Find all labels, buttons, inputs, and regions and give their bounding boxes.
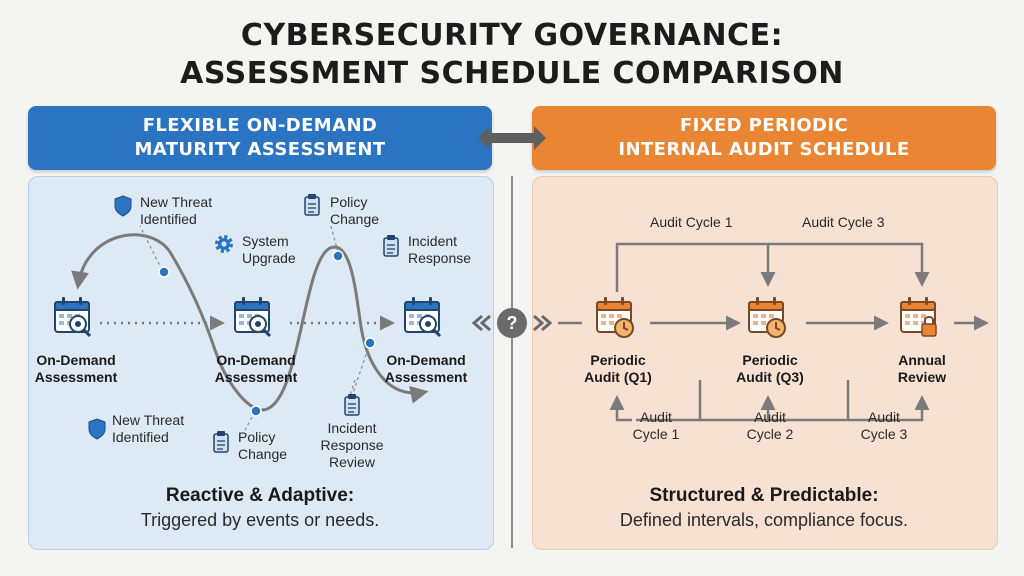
left-node-1-label: On-Demand Assessment — [35, 352, 118, 386]
label-line: On-Demand — [386, 352, 466, 368]
label-line: Audit — [868, 409, 900, 425]
center-compare-marker — [471, 308, 553, 338]
label-line: Periodic — [590, 352, 646, 368]
label-line: Review — [897, 369, 947, 385]
label-line: Policy — [330, 194, 368, 210]
right-bottom-cycle-1: Audit Cycle 1 — [633, 409, 680, 443]
label-line: Cycle 1 — [632, 426, 680, 442]
right-node-1-label: Periodic Audit (Q1) — [584, 352, 652, 386]
right-node-2-calendar-clock-icon — [748, 296, 786, 338]
label-line: New Threat — [112, 412, 185, 428]
label-line: On-Demand — [216, 352, 296, 368]
left-summary-text: Triggered by events or needs. — [140, 510, 380, 530]
left-node-3-label: On-Demand Assessment — [385, 352, 468, 386]
label-line: Cycle 2 — [746, 426, 794, 442]
label-line: Policy — [238, 429, 276, 445]
right-banner-line-1: FIXED PERIODIC — [679, 115, 849, 136]
label-line: Audit (Q3) — [736, 369, 804, 385]
left-trigger-incident-top: Incident Response — [408, 233, 471, 267]
right-summary-heading: Structured & Predictable: — [649, 485, 879, 506]
label-line: New Threat — [140, 194, 213, 210]
compare-double-arrow-icon — [478, 126, 546, 150]
left-trigger-curve — [71, 233, 429, 412]
left-trigger-threat-bottom: New Threat Identified — [112, 412, 184, 446]
right-flow-lines — [558, 242, 989, 422]
left-trigger-upgrade: System Upgrade — [242, 233, 296, 267]
label-line: Periodic — [742, 352, 798, 368]
label-line: Response — [408, 250, 472, 266]
left-trigger-policy-top: Policy Change — [330, 194, 379, 228]
right-panel — [532, 176, 998, 550]
right-node-3-label: Annual Review — [898, 352, 946, 386]
right-summary-text: Defined intervals, compliance focus. — [619, 510, 909, 530]
left-leader-lines — [139, 222, 371, 431]
label-line: Assessment — [34, 369, 118, 385]
clipboard-icon-policy-bottom — [213, 430, 229, 453]
question-mark-icon: ? — [506, 313, 518, 333]
right-bottom-cycle-2: Audit Cycle 2 — [747, 409, 794, 443]
left-node-3-calendar-icon — [404, 296, 442, 338]
shield-icon-bottom — [88, 418, 106, 440]
label-line: Change — [330, 211, 380, 227]
left-node-2-calendar-icon — [234, 296, 272, 338]
left-banner: FLEXIBLE ON-DEMAND MATURITY ASSESSMENT — [28, 106, 492, 170]
clipboard-icon-policy-top — [304, 193, 320, 216]
right-node-2-label: Periodic Audit (Q3) — [736, 352, 804, 386]
label-line: On-Demand — [36, 352, 116, 368]
right-banner-line-2: INTERNAL AUDIT SCHEDULE — [618, 139, 910, 160]
clipboard-icon-incident-bottom — [344, 393, 360, 416]
label-line: Assessment — [384, 369, 468, 385]
label-line: Incident — [327, 420, 377, 436]
shield-icon-top — [114, 195, 132, 217]
title-line-1: CYBERSECURITY GOVERNANCE: — [240, 18, 784, 53]
left-banner-line-2: MATURITY ASSESSMENT — [134, 139, 386, 160]
right-node-1-calendar-clock-icon — [596, 296, 634, 338]
label-line: Change — [238, 446, 288, 462]
title-line-2: ASSESSMENT SCHEDULE COMPARISON — [180, 56, 844, 91]
left-node-2-label: On-Demand Assessment — [215, 352, 298, 386]
label-line: Annual — [898, 352, 946, 368]
label-line: Assessment — [214, 369, 298, 385]
left-summary-heading: Reactive & Adaptive: — [165, 485, 355, 506]
label-line: Audit (Q1) — [584, 369, 652, 385]
left-trigger-dots — [158, 250, 376, 417]
clipboard-icon-incident-top — [383, 234, 399, 257]
label-line: Cycle 3 — [860, 426, 908, 442]
left-trigger-policy-bottom: Policy Change — [238, 429, 287, 463]
right-top-cycle-1: Audit Cycle 1 — [650, 214, 733, 230]
label-line: Identified — [140, 211, 197, 227]
left-banner-line-1: FLEXIBLE ON-DEMAND — [142, 115, 378, 136]
right-banner: FIXED PERIODIC INTERNAL AUDIT SCHEDULE — [532, 106, 996, 170]
gear-icon — [215, 235, 233, 253]
right-bottom-cycle-3: Audit Cycle 3 — [861, 409, 908, 443]
right-top-cycle-3: Audit Cycle 3 — [802, 214, 885, 230]
label-line: Incident — [408, 233, 458, 249]
label-line: Upgrade — [242, 250, 296, 266]
left-trigger-incident-bottom: Incident Response Review — [320, 420, 383, 471]
label-line: Review — [329, 454, 375, 470]
label-line: System — [242, 233, 289, 249]
label-line: Identified — [112, 429, 169, 445]
label-line: Audit — [754, 409, 786, 425]
label-line: Response — [320, 437, 384, 453]
label-line: Audit — [640, 409, 672, 425]
center-divider — [511, 176, 513, 548]
right-node-3-calendar-lock-icon — [900, 296, 937, 337]
left-node-1-calendar-icon — [54, 296, 92, 338]
left-trigger-threat-top: New Threat Identified — [140, 194, 212, 228]
